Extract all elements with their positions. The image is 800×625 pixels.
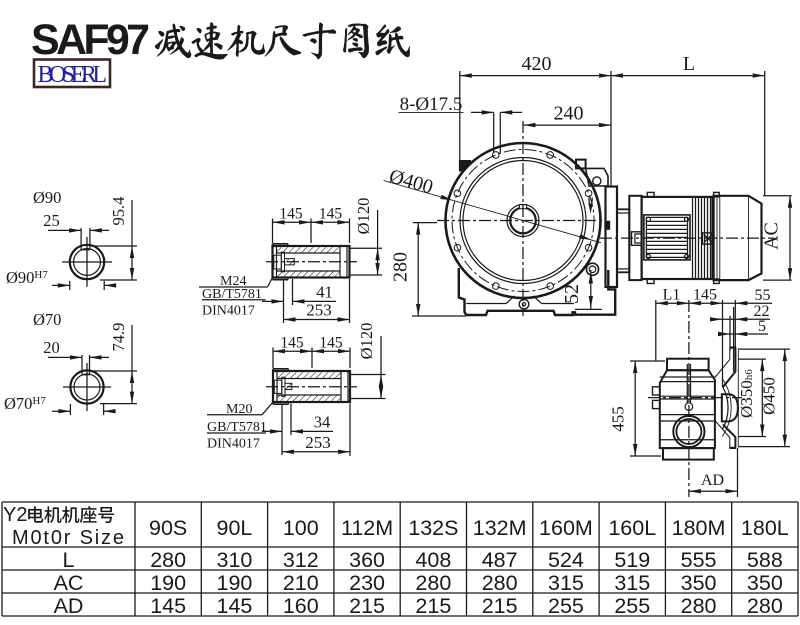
svg-text:100: 100 <box>283 516 319 540</box>
svg-text:280: 280 <box>482 571 518 595</box>
svg-text:132M: 132M <box>473 516 527 540</box>
svg-text:L: L <box>63 548 75 572</box>
svg-text:L1: L1 <box>663 287 681 304</box>
svg-text:408: 408 <box>415 548 451 572</box>
svg-text:360: 360 <box>349 548 385 572</box>
svg-text:112M: 112M <box>341 516 393 540</box>
svg-text:190: 190 <box>150 571 186 595</box>
svg-text:Ø70: Ø70 <box>33 310 61 329</box>
svg-text:160: 160 <box>283 594 319 618</box>
svg-text:Ø350h6: Ø350h6 <box>737 369 756 418</box>
svg-text:210: 210 <box>283 571 319 595</box>
svg-text:M0t0r Size: M0t0r Size <box>12 527 124 549</box>
svg-text:280: 280 <box>415 571 451 595</box>
svg-text:5: 5 <box>758 318 766 335</box>
svg-text:280: 280 <box>747 594 783 618</box>
svg-text:315: 315 <box>614 571 650 595</box>
svg-text:230: 230 <box>349 571 385 595</box>
svg-text:90S: 90S <box>149 516 187 540</box>
svg-text:L: L <box>683 53 695 75</box>
svg-text:524: 524 <box>548 548 584 572</box>
svg-text:DIN4017: DIN4017 <box>207 437 260 452</box>
svg-text:132S: 132S <box>408 516 458 540</box>
svg-text:487: 487 <box>482 548 518 572</box>
svg-text:Y2: Y2 <box>3 504 27 526</box>
svg-text:350: 350 <box>747 571 783 595</box>
svg-text:Ø400: Ø400 <box>387 165 436 198</box>
svg-text:253: 253 <box>306 301 332 320</box>
svg-text:25: 25 <box>43 211 60 230</box>
svg-text:GB/T5781: GB/T5781 <box>207 420 267 435</box>
svg-text:145: 145 <box>280 335 304 352</box>
svg-text:253: 253 <box>305 433 331 452</box>
svg-text:588: 588 <box>747 548 783 572</box>
svg-text:310: 310 <box>217 548 253 572</box>
svg-text:180M: 180M <box>672 516 726 540</box>
svg-text:350: 350 <box>681 571 717 595</box>
svg-text:90L: 90L <box>217 516 253 540</box>
svg-text:34: 34 <box>314 413 331 432</box>
svg-text:145: 145 <box>319 335 343 352</box>
svg-text:SAF97: SAF97 <box>31 16 150 64</box>
svg-text:Ø120: Ø120 <box>354 198 373 235</box>
svg-text:255: 255 <box>614 594 650 618</box>
svg-text:255: 255 <box>548 594 584 618</box>
svg-text:455: 455 <box>609 406 628 432</box>
svg-text:M24: M24 <box>220 274 246 289</box>
svg-text:M20: M20 <box>226 402 252 417</box>
svg-text:280: 280 <box>390 252 412 282</box>
svg-text:20: 20 <box>43 338 60 357</box>
svg-text:280: 280 <box>150 548 186 572</box>
svg-text:Ø90H7: Ø90H7 <box>6 268 48 287</box>
svg-text:GB/T5781: GB/T5781 <box>202 287 262 302</box>
svg-text:145: 145 <box>319 206 343 223</box>
svg-text:215: 215 <box>415 594 451 618</box>
svg-text:240: 240 <box>554 103 584 125</box>
svg-text:Ø450: Ø450 <box>760 377 779 415</box>
svg-text:DIN4017: DIN4017 <box>202 304 255 319</box>
svg-text:AD: AD <box>54 594 84 618</box>
svg-text:55: 55 <box>755 287 771 304</box>
svg-text:215: 215 <box>349 594 385 618</box>
svg-text:22: 22 <box>754 303 770 320</box>
svg-text:AC: AC <box>54 571 84 595</box>
svg-text:180L: 180L <box>741 516 789 540</box>
svg-text:145: 145 <box>217 594 253 618</box>
svg-text:420: 420 <box>522 53 552 75</box>
svg-text:AC: AC <box>761 222 783 250</box>
svg-text:215: 215 <box>482 594 518 618</box>
svg-text:312: 312 <box>283 548 319 572</box>
svg-text:160L: 160L <box>608 516 656 540</box>
svg-text:519: 519 <box>614 548 650 572</box>
svg-text:BOSERL: BOSERL <box>38 62 108 88</box>
svg-text:160M: 160M <box>539 516 593 540</box>
svg-text:190: 190 <box>217 571 253 595</box>
svg-text:Ø70H7: Ø70H7 <box>4 394 46 413</box>
svg-text:74.9: 74.9 <box>109 323 128 352</box>
svg-text:280: 280 <box>681 594 717 618</box>
svg-text:145: 145 <box>693 287 717 304</box>
svg-text:AD: AD <box>701 472 724 489</box>
svg-text:315: 315 <box>548 571 584 595</box>
svg-text:145: 145 <box>279 206 303 223</box>
svg-text:95.4: 95.4 <box>109 197 128 226</box>
svg-text:8-Ø17.5: 8-Ø17.5 <box>400 94 463 115</box>
svg-text:Ø90: Ø90 <box>33 188 61 207</box>
svg-text:Ø120: Ø120 <box>357 323 376 360</box>
svg-text:145: 145 <box>150 594 186 618</box>
svg-text:52: 52 <box>561 284 583 304</box>
svg-text:41: 41 <box>316 283 333 302</box>
svg-text:555: 555 <box>681 548 717 572</box>
